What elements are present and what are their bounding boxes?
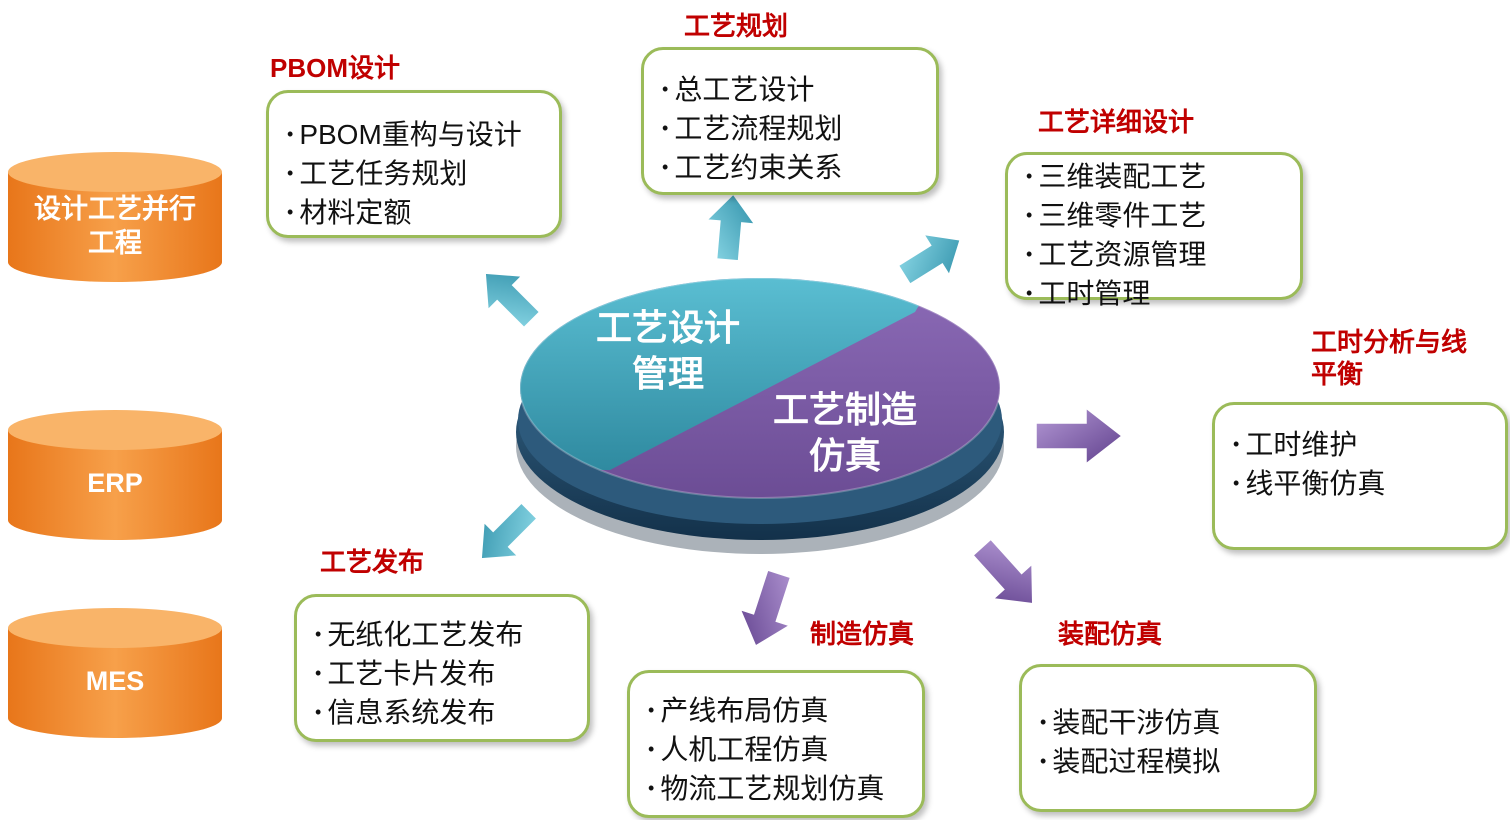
worktime-title: 工时分析与线 平衡 — [1311, 326, 1467, 390]
list-item: 三维装配工艺 — [1026, 159, 1300, 198]
cylinder-label: MES — [85, 666, 145, 696]
worktime-title-line2: 平衡 — [1311, 359, 1364, 389]
worktime-title-line1: 工时分析与线 — [1311, 327, 1468, 357]
worktime-box: 工时维护 线平衡仿真 — [1212, 402, 1508, 550]
list-item: 信息系统发布 — [315, 695, 587, 734]
cylinder-shape — [8, 152, 222, 282]
list-item: 线平衡仿真 — [1233, 466, 1505, 505]
arrow-to-planning — [705, 192, 757, 262]
list-item: 人机工程仿真 — [648, 732, 922, 771]
cylinder-label: ERP — [87, 468, 143, 498]
pbom-title: PBOM设计 — [270, 53, 401, 83]
detail-box: 三维装配工艺 三维零件工艺 工艺资源管理 工时管理 — [1005, 152, 1303, 309]
arrow-to-worktime — [1035, 406, 1124, 466]
list-item: 装配干涉仿真 — [1040, 705, 1314, 744]
list-item: 物流工艺规划仿真 — [648, 771, 922, 810]
release-box: 无纸化工艺发布 工艺卡片发布 信息系统发布 — [294, 594, 590, 742]
arrow-to-asm-sim — [971, 538, 1034, 605]
cylinder-label-line1: 设计工艺并行 — [34, 194, 196, 224]
cylinder-erp: ERP — [8, 408, 222, 542]
list-item: 工艺卡片发布 — [315, 656, 587, 695]
arrow-to-release — [480, 501, 539, 560]
list-item: 三维零件工艺 — [1026, 198, 1300, 237]
detail-title: 工艺详细设计 — [1038, 107, 1195, 137]
hub-left-label-line2: 管理 — [632, 353, 704, 394]
asm-sim-box: 装配干涉仿真 装配过程模拟 — [1019, 664, 1317, 812]
cylinder-mes: MES — [8, 606, 222, 740]
list-item: 工艺任务规划 — [287, 156, 559, 195]
hub-right-label-line2: 仿真 — [809, 435, 881, 476]
mfg-sim-title: 制造仿真 — [810, 619, 915, 649]
arrow-to-pbom — [484, 272, 541, 329]
arrow-to-mfg-sim — [738, 569, 792, 648]
mfg-sim-box: 产线布局仿真 人机工程仿真 物流工艺规划仿真 — [627, 670, 925, 818]
list-item: 无纸化工艺发布 — [315, 617, 587, 656]
list-item: 产线布局仿真 — [648, 693, 922, 732]
list-item: PBOM重构与设计 — [287, 117, 559, 156]
cylinder-label-line2: 工程 — [88, 228, 142, 258]
cylinder-design-process: 设计工艺并行 工程 — [8, 150, 222, 284]
pbom-box: PBOM重构与设计 工艺任务规划 材料定额 — [266, 90, 562, 238]
hub-left-label-line1: 工艺设计 — [596, 307, 740, 348]
hub-right-label-line1: 工艺制造 — [773, 389, 917, 430]
hub-left-segment — [520, 278, 940, 470]
arrow-to-detail — [897, 233, 962, 286]
list-item: 工时维护 — [1233, 427, 1505, 466]
list-item: 工艺约束关系 — [662, 150, 936, 189]
list-item: 装配过程模拟 — [1040, 744, 1314, 783]
planning-box: 总工艺设计 工艺流程规划 工艺约束关系 — [641, 47, 939, 195]
cylinder-shape — [8, 608, 222, 738]
planning-title: 工艺规划 — [684, 11, 789, 41]
cylinder-shape — [8, 410, 222, 540]
list-item: 工艺流程规划 — [662, 111, 936, 150]
asm-sim-title: 装配仿真 — [1058, 619, 1163, 649]
release-title: 工艺发布 — [320, 547, 425, 577]
list-item: 工时管理 — [1026, 276, 1300, 315]
list-item: 材料定额 — [287, 195, 559, 234]
list-item: 工艺资源管理 — [1026, 237, 1300, 276]
list-item: 总工艺设计 — [662, 72, 936, 111]
